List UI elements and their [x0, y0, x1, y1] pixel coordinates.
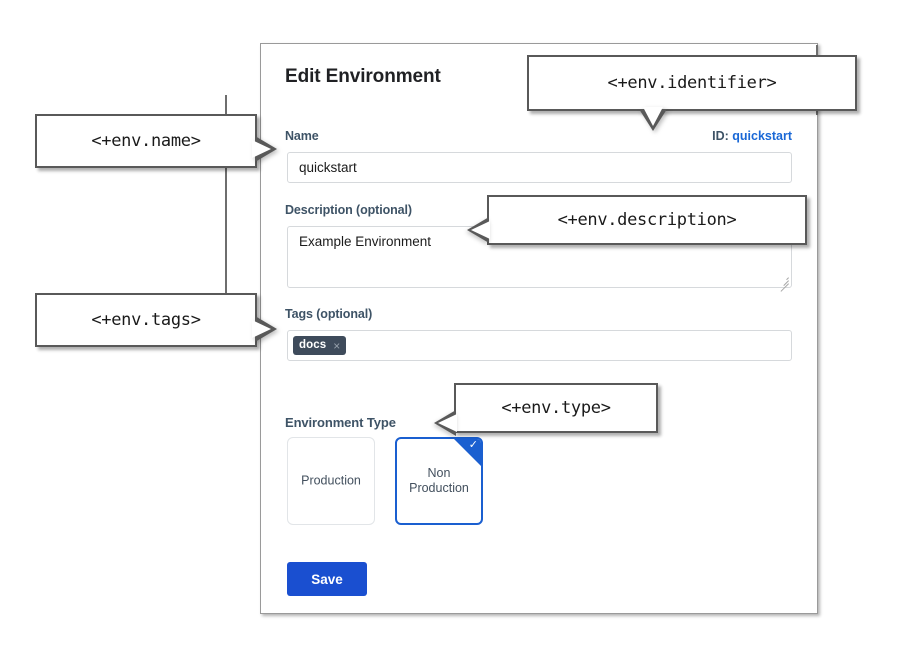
page-title: Edit Environment	[285, 66, 441, 87]
callout-env-tags-text: <+env.tags>	[91, 310, 201, 330]
environment-id-row: ID: quickstart	[712, 129, 792, 143]
tags-input[interactable]: docs ×	[287, 330, 792, 361]
description-value: Example Environment	[299, 234, 432, 249]
callout-tail-icon	[252, 136, 277, 162]
environment-id-link[interactable]: quickstart	[732, 129, 792, 143]
close-icon[interactable]: ×	[333, 338, 341, 353]
callout-tail-icon	[467, 217, 490, 243]
non-production-line-1: Non	[427, 466, 451, 480]
callout-tail-icon	[434, 410, 457, 436]
tag-pill-docs[interactable]: docs ×	[293, 336, 347, 355]
callout-env-name: <+env.name>	[35, 114, 277, 168]
callout-env-identifier: <+env.identifier>	[527, 55, 857, 131]
callout-env-description: <+env.description>	[467, 195, 807, 245]
environment-type-non-production-label: Non Production	[397, 466, 481, 496]
non-production-line-2: Production	[409, 481, 469, 495]
name-field-label: Name	[285, 129, 319, 143]
callout-env-type-text: <+env.type>	[501, 398, 611, 418]
callout-env-type: <+env.type>	[434, 383, 658, 436]
environment-type-option-non-production[interactable]: ✓ Non Production	[395, 437, 483, 525]
callout-tail-icon	[252, 316, 277, 342]
resize-grip-icon[interactable]	[778, 274, 789, 292]
environment-type-option-production[interactable]: Production	[287, 437, 375, 525]
environment-type-options: Production ✓ Non Production	[287, 437, 483, 525]
callout-env-name-text: <+env.name>	[91, 131, 201, 151]
environment-id-prefix: ID:	[712, 129, 729, 143]
name-input[interactable]: quickstart	[287, 152, 792, 183]
tags-field-label: Tags (optional)	[285, 307, 373, 321]
tag-pill-label: docs	[299, 338, 327, 351]
environment-type-production-label: Production	[301, 473, 361, 488]
selected-corner-ribbon	[454, 439, 481, 466]
callout-tail-icon	[638, 107, 667, 131]
environment-type-label: Environment Type	[285, 415, 396, 430]
leader-line-name	[225, 95, 227, 295]
description-field-label: Description (optional)	[285, 203, 412, 217]
save-button[interactable]: Save	[287, 562, 367, 596]
callout-env-tags: <+env.tags>	[35, 293, 277, 347]
callout-env-description-text: <+env.description>	[557, 210, 737, 230]
callout-env-identifier-text: <+env.identifier>	[607, 73, 777, 93]
check-icon: ✓	[468, 439, 478, 451]
